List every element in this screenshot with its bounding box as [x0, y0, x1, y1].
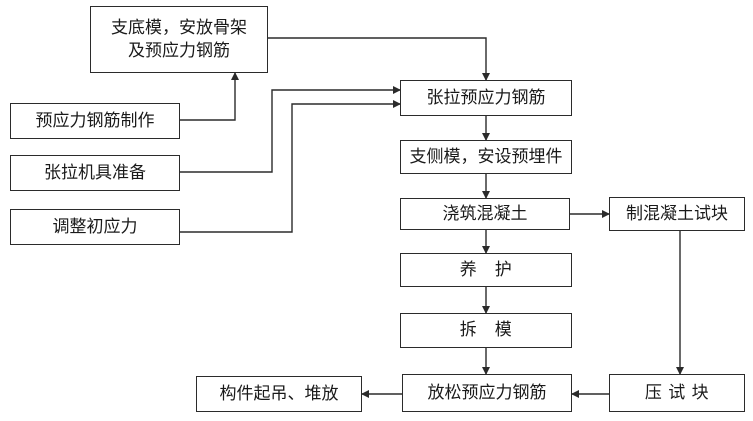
arrow-jacks-to-tension: [180, 86, 401, 173]
step-hoist-label: 构件起吊、堆放: [219, 383, 339, 404]
step-release-label: 放松预应力钢筋: [427, 382, 547, 403]
step-pour-label: 浇筑混凝土: [442, 203, 528, 224]
arrow-stress-to-tension: [180, 100, 401, 233]
step-formwork-base: 支底模，安放骨架 及预应力钢筋: [90, 6, 268, 73]
step-side-forms: 支侧模，安设预埋件: [400, 140, 572, 174]
step-press-test-label: 压 试 块: [644, 382, 710, 403]
step-release: 放松预应力钢筋: [402, 374, 572, 412]
step-prepare-jacks: 张拉机具准备: [10, 155, 180, 191]
step-hoist: 构件起吊、堆放: [196, 376, 362, 412]
step-adjust-stress: 调整初应力: [10, 209, 180, 245]
arrow-tendons-to-formwork: [180, 72, 239, 121]
step-strip-label: 拆 模: [459, 320, 513, 341]
step-press-test: 压 试 块: [609, 374, 745, 412]
step-tension-label: 张拉预应力钢筋: [426, 87, 546, 108]
step-test-cubes: 制混凝土试块: [609, 197, 745, 231]
step-formwork-base-label: 支底模，安放骨架 及预应力钢筋: [111, 17, 247, 61]
step-cure: 养 护: [400, 253, 572, 287]
step-strip: 拆 模: [400, 313, 572, 348]
step-make-tendons-label: 预应力钢筋制作: [35, 110, 155, 131]
step-pour: 浇筑混凝土: [400, 198, 570, 230]
step-cure-label: 养 护: [459, 259, 513, 280]
step-make-tendons: 预应力钢筋制作: [10, 103, 180, 139]
arrow-formwork-to-tension: [268, 37, 490, 81]
step-test-cubes-label: 制混凝土试块: [626, 203, 728, 224]
step-prepare-jacks-label: 张拉机具准备: [44, 162, 146, 183]
step-tension: 张拉预应力钢筋: [400, 80, 572, 116]
step-side-forms-label: 支侧模，安设预埋件: [409, 146, 563, 167]
step-adjust-stress-label: 调整初应力: [52, 216, 138, 237]
